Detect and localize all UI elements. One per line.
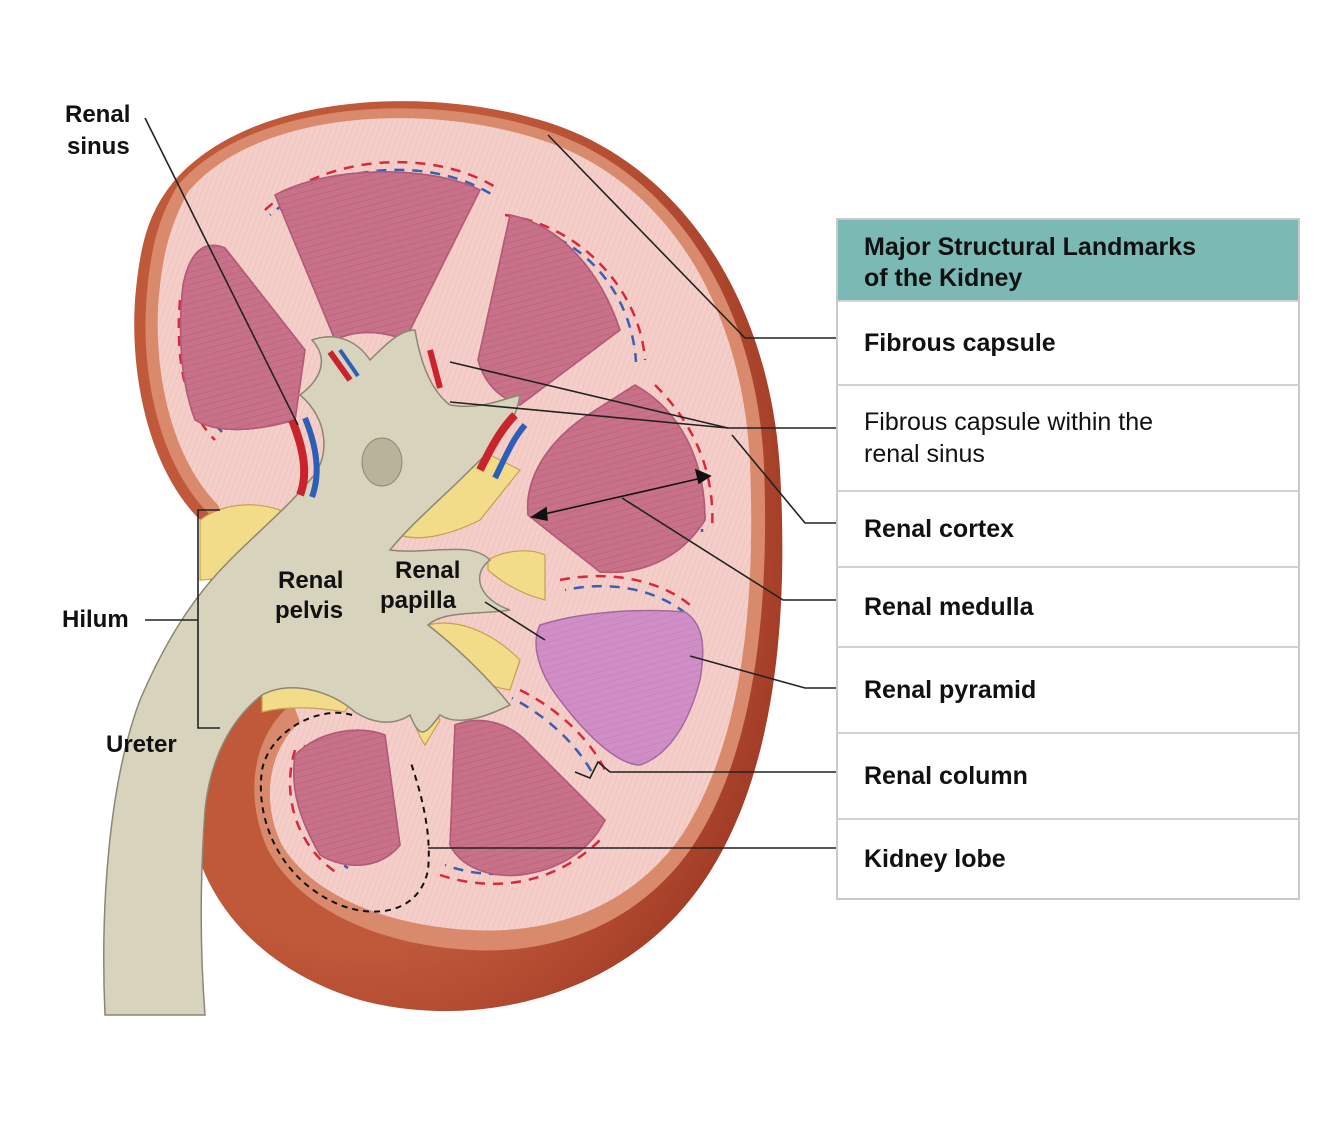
legend-row-renal-pyramid: Renal pyramid	[838, 646, 1298, 732]
renal-pelvis-label-line2: pelvis	[275, 597, 343, 624]
legend-row-fibrous-capsule-sinus: Fibrous capsule within the renal sinus	[838, 384, 1298, 490]
legend-title-line1: Major Structural Landmarks	[864, 232, 1272, 263]
hilum-label: Hilum	[62, 606, 129, 633]
renal-pelvis-label-line1: Renal	[278, 567, 343, 594]
legend-row-renal-medulla: Renal medulla	[838, 566, 1298, 646]
renal-sinus-label-line2: sinus	[67, 133, 130, 160]
ureter-label: Ureter	[106, 731, 177, 758]
legend-row-renal-column: Renal column	[838, 732, 1298, 818]
renal-papilla-label-line1: Renal	[395, 557, 460, 584]
legend-title-line2: of the Kidney	[864, 263, 1272, 294]
legend-row-fibrous-capsule: Fibrous capsule	[838, 300, 1298, 384]
sinus-opening	[362, 438, 402, 486]
legend-row-label: Renal column	[864, 762, 1028, 791]
renal-papilla-label-line2: papilla	[380, 587, 457, 614]
renal-sinus-label-line1: Renal	[65, 101, 130, 128]
legend-row-label: Renal medulla	[864, 593, 1034, 622]
legend-row-label: Kidney lobe	[864, 845, 1006, 874]
legend-row-label-line1: Fibrous capsule within the	[864, 406, 1153, 438]
legend-row-label: Fibrous capsule	[864, 329, 1056, 358]
legend-row-label: Renal cortex	[864, 515, 1014, 544]
landmarks-legend-table: Major Structural Landmarks of the Kidney…	[836, 218, 1300, 900]
legend-row-kidney-lobe: Kidney lobe	[838, 818, 1298, 898]
legend-row-renal-cortex: Renal cortex	[838, 490, 1298, 566]
legend-title: Major Structural Landmarks of the Kidney	[838, 220, 1298, 300]
legend-row-label: Renal pyramid	[864, 676, 1036, 705]
legend-row-label-line2: renal sinus	[864, 438, 1153, 470]
